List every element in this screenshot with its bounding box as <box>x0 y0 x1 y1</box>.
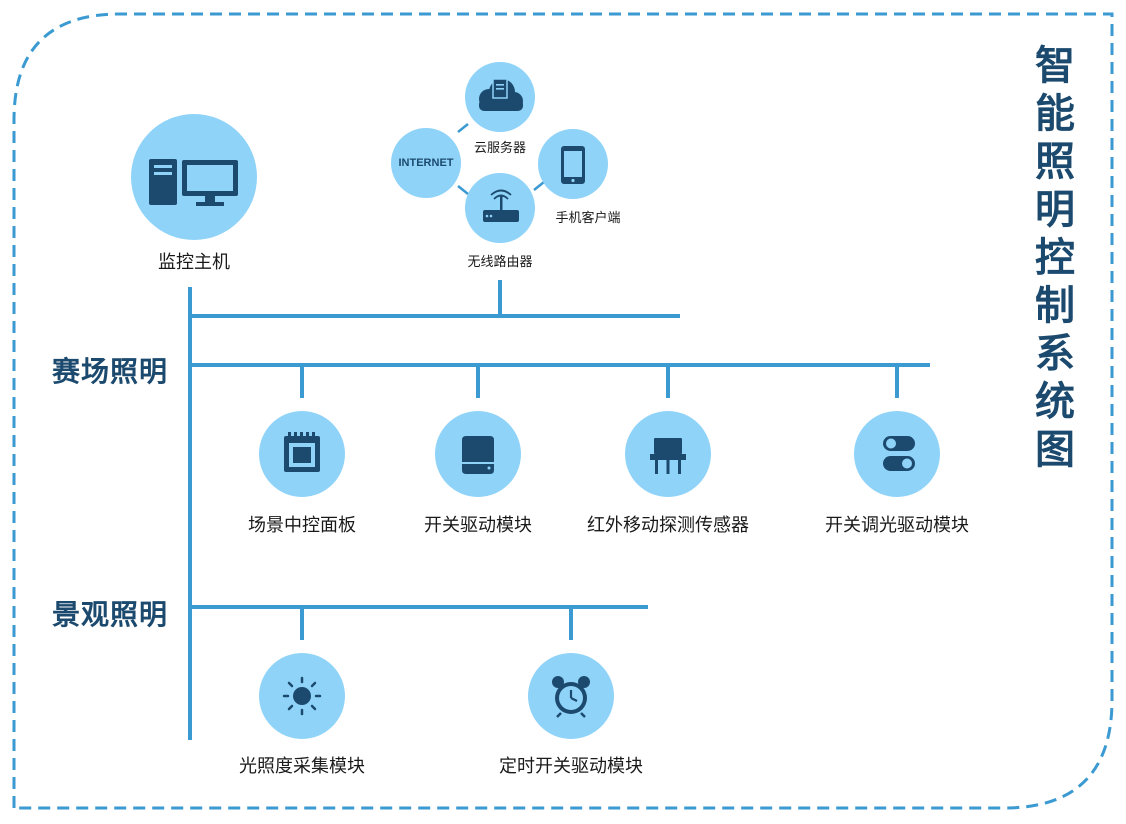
smartphone-icon <box>561 146 585 184</box>
device-label-light-sensor: 光照度采集模块 <box>239 756 365 777</box>
diagram-title: 智能照明控制系统图 <box>1035 43 1075 473</box>
dashed-border <box>12 12 1114 810</box>
sensor-chip-icon <box>650 438 686 474</box>
sun-icon <box>282 676 322 716</box>
device-label-control-panel: 场景中控面板 <box>248 515 356 536</box>
phone-node <box>538 129 608 199</box>
device-control-panel <box>259 411 345 497</box>
router-node <box>465 173 535 243</box>
device-label-sensor: 红外移动探测传感器 <box>587 515 749 536</box>
cloud-node <box>465 62 535 132</box>
cloud-server-icon <box>479 78 523 111</box>
computer-icon <box>149 159 238 206</box>
device-label-dimmer-module: 开关调光驱动模块 <box>825 515 969 536</box>
wifi-router-icon <box>483 189 519 222</box>
network-connectors <box>457 123 545 195</box>
toggle-switch-icon <box>883 436 915 471</box>
section-landscape-lighting: 景观照明 <box>52 598 169 631</box>
alarm-clock-icon <box>552 676 590 718</box>
phone-label: 手机客户端 <box>555 211 621 226</box>
host-node <box>131 114 257 240</box>
device-light-sensor <box>259 653 345 739</box>
device-timer-module <box>528 653 614 739</box>
internet-label: INTERNET <box>398 157 454 169</box>
switch-module-icon <box>462 436 494 474</box>
control-panel-icon <box>284 432 320 472</box>
section-arena-lighting: 赛场照明 <box>52 355 169 388</box>
device-label-switch-module: 开关驱动模块 <box>424 515 532 536</box>
cloud-label: 云服务器 <box>473 141 527 156</box>
bus-lines <box>188 280 930 740</box>
device-sensor <box>625 411 711 497</box>
router-label: 无线路由器 <box>467 255 533 270</box>
host-label: 监控主机 <box>158 252 230 273</box>
device-switch-module <box>435 411 521 497</box>
internet-node <box>391 128 461 198</box>
device-dimmer-module <box>854 411 940 497</box>
device-label-timer-module: 定时开关驱动模块 <box>499 756 643 777</box>
